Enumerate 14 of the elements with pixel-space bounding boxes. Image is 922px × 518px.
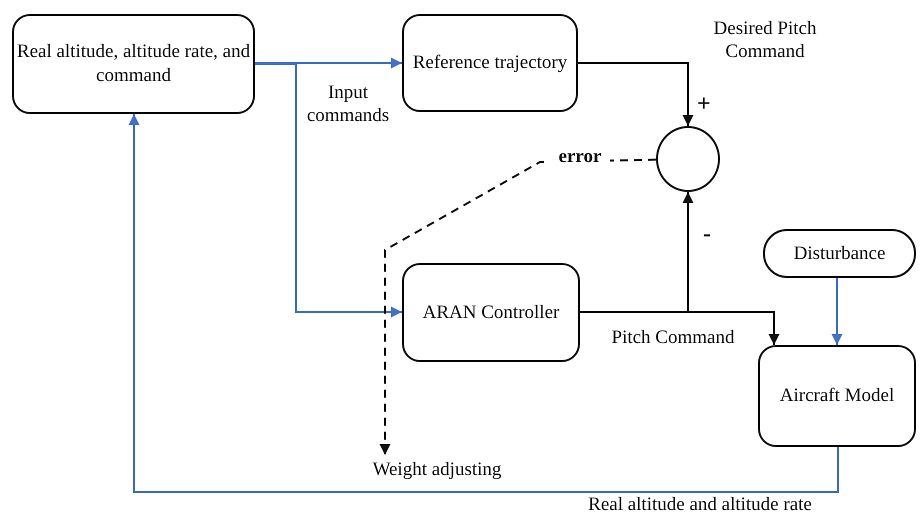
arrow [255,58,402,68]
sign-label: - [703,222,711,246]
output-label: Weight adjusting [362,455,512,485]
process-box [763,229,916,278]
process-box [758,345,916,447]
sign-label: + [697,92,711,116]
arrow [255,63,402,318]
arrow [580,311,780,345]
arrow [578,62,694,126]
process-box [402,14,578,112]
arrow [128,114,839,493]
process-box [12,14,255,114]
process-box [402,263,580,362]
arrow [832,278,842,345]
